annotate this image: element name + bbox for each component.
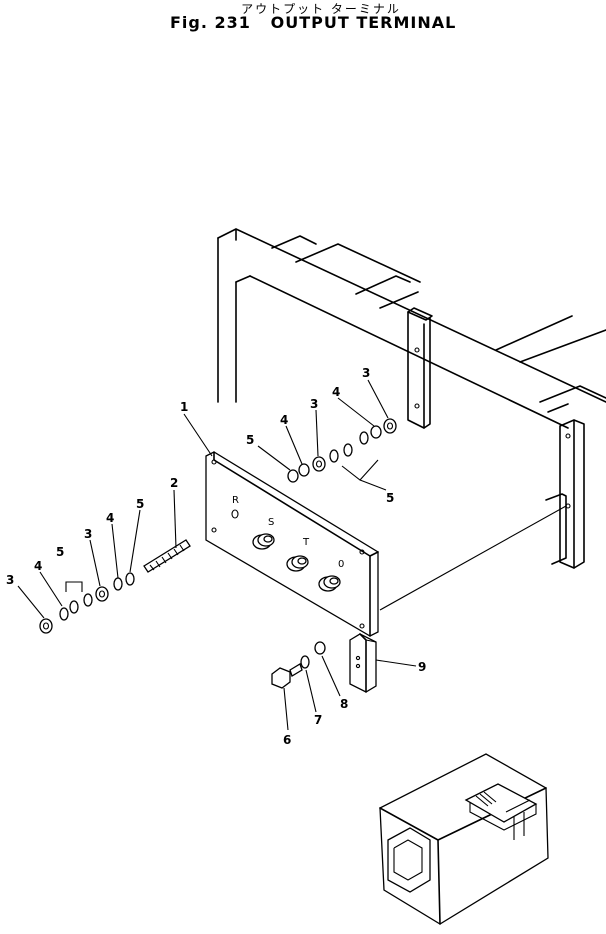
- nut: [312, 456, 326, 472]
- terminal-t: [286, 555, 309, 572]
- spring-washer: [359, 431, 369, 445]
- stud-bolt: [143, 539, 191, 573]
- callout-4: 4: [332, 385, 340, 399]
- plain-washer: [314, 641, 326, 655]
- callout-5: 5: [246, 433, 254, 447]
- upper-fastener-stack: [287, 418, 397, 483]
- figure-title: Fig. 231 OUTPUT TERMINAL: [170, 13, 457, 32]
- callout-7: 7: [314, 713, 322, 727]
- spring-washer: [329, 449, 339, 463]
- callout-8: 8: [340, 697, 348, 711]
- spring-washer: [343, 443, 353, 457]
- callout-2: 2: [170, 476, 178, 490]
- callout-3: 3: [6, 573, 14, 587]
- callout-numbers: 1 2 3 3 3 3 4 4 4 4 5 5 5 5 6 7 8 9: [6, 366, 426, 747]
- plate-label-t: T: [302, 537, 310, 548]
- callout-3: 3: [310, 397, 318, 411]
- callout-3: 3: [362, 366, 370, 380]
- callout-9: 9: [418, 660, 426, 674]
- callout-3: 3: [84, 527, 92, 541]
- left-fastener-stack: [39, 572, 135, 634]
- mounting-bracket: [349, 633, 377, 693]
- hex-bolt: [271, 663, 303, 689]
- terminal-plate: R S T 0: [205, 451, 379, 637]
- overview-access-panel: [387, 827, 431, 893]
- plate-label-r: R: [232, 495, 239, 506]
- terminal-s: [252, 533, 275, 550]
- callout-6: 6: [283, 733, 291, 747]
- spring-washer: [287, 469, 299, 483]
- callout-4: 4: [280, 413, 288, 427]
- figure-subtitle-japanese: アウトプット ターミナル: [241, 2, 401, 16]
- washer: [370, 425, 382, 439]
- nut: [39, 618, 53, 634]
- callout-4: 4: [34, 559, 42, 573]
- cabinet-frame: [217, 228, 606, 611]
- spring-washer: [125, 572, 135, 586]
- spring-washer: [69, 600, 79, 614]
- spring-washer: [83, 593, 93, 607]
- leader-lines: [17, 379, 417, 731]
- spring-washer: [300, 655, 310, 669]
- washer: [59, 607, 69, 621]
- callout-4: 4: [106, 511, 114, 525]
- washer: [298, 463, 310, 477]
- terminal-0: [318, 575, 341, 592]
- callout-5: 5: [56, 545, 64, 559]
- terminal-r-hole: [231, 509, 239, 519]
- washer: [113, 577, 123, 591]
- machine-overview: [379, 753, 549, 925]
- callout-5: 5: [386, 491, 394, 505]
- plate-label-s: S: [268, 517, 274, 528]
- callout-1: 1: [180, 400, 188, 414]
- callout-5: 5: [136, 497, 144, 511]
- nut: [383, 418, 397, 434]
- plate-label-0: 0: [338, 559, 344, 570]
- nut: [95, 586, 109, 602]
